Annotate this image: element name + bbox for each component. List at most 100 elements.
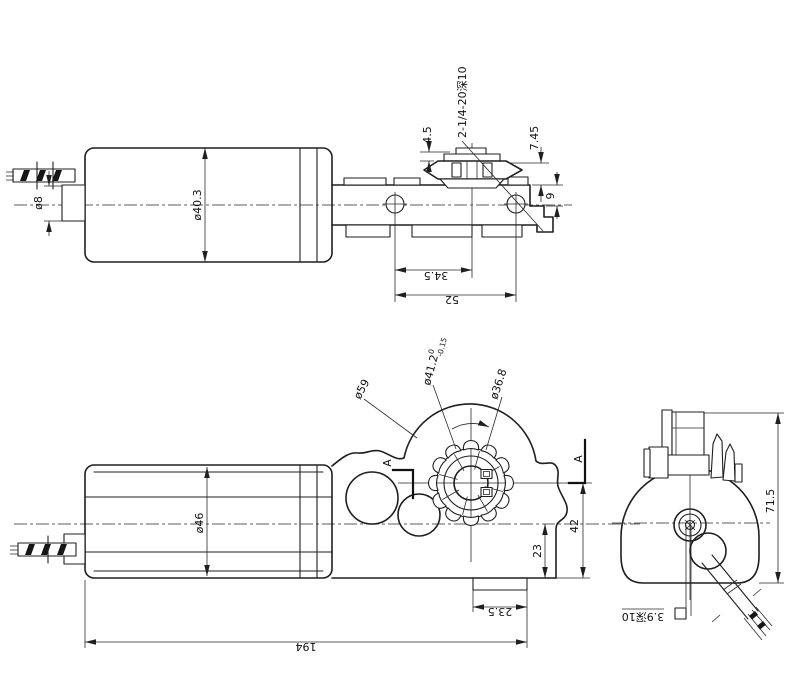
shaft-center (673, 508, 707, 542)
dim-9: 9 (532, 172, 563, 219)
motor-can-lines (84, 471, 333, 572)
phi41-2-label: ø41.20-0.15 (418, 334, 448, 388)
rear-shaft-cable-front (10, 533, 86, 565)
label-phi59: ø59 (351, 377, 418, 439)
output-gear-edge (423, 143, 523, 278)
dim-52: 52 (395, 292, 516, 306)
phi40-3-label: ø40.3 (191, 189, 204, 220)
spade-terminal (710, 433, 724, 479)
gear-hub (443, 153, 501, 162)
dim-3-9-slot: 3.9深10 (622, 525, 692, 623)
plate-tab (507, 176, 529, 186)
end-view: 3.9深10 71.5 (612, 409, 784, 641)
cable-strands (10, 545, 18, 555)
slot-end (674, 607, 687, 620)
strand-bands (749, 611, 766, 630)
screw-hole-left (383, 192, 407, 216)
dim-7-45: 7.45 (510, 126, 549, 202)
worm-gear (398, 408, 592, 562)
housing-hole-large (345, 471, 399, 525)
phi41-2-value: ø41.2 (420, 353, 441, 387)
dim-phi46: ø46 (193, 467, 210, 576)
label-phi41-2: ø41.20-0.15 (418, 334, 457, 450)
cable-gland (689, 532, 727, 570)
face-outline (620, 467, 760, 584)
phi8-label: ø8 (32, 196, 45, 210)
plate-tab (343, 177, 387, 186)
gear-tooth-mark (451, 162, 462, 178)
gear-teeth (427, 439, 515, 527)
dim-23: 23 (531, 524, 548, 578)
phi41-2-tol-upper: 0 (426, 348, 436, 355)
screw-hole-right (504, 192, 528, 216)
cable-strands (6, 171, 14, 181)
screw-spec-label: 2-1/4-20深10 (456, 66, 469, 138)
dim-phi8: ø8 (32, 171, 62, 236)
gear-housing (331, 403, 590, 591)
gearbox-plate-top (331, 176, 554, 238)
dim-42-label: 42 (568, 519, 581, 533)
cable-exit (689, 532, 773, 641)
screw-leader (461, 140, 544, 232)
dim-phi40-3: ø40.3 (191, 148, 208, 262)
motor-endcap-lines (299, 147, 318, 263)
dim-4-5-label: 4.5 (421, 126, 434, 144)
dim-9-label: 9 (544, 193, 557, 200)
dim-71-5: 71.5 (704, 412, 784, 584)
gear-bore (453, 465, 489, 501)
phi41-2-tol-lower: -0.15 (435, 336, 449, 357)
plate-tab (411, 224, 473, 238)
connector (643, 409, 743, 483)
plate-tab (345, 224, 391, 238)
motor-face (620, 467, 760, 584)
housing-foot (472, 577, 528, 591)
screw-spec: 2-1/4-20深10 (456, 66, 544, 232)
gear-tooth-mark (482, 162, 493, 178)
gear-base-flange (439, 178, 505, 189)
dim-194-label: 194 (296, 640, 317, 653)
front-view: ø46 (10, 334, 640, 653)
dim-4-5: 4.5 (420, 126, 450, 174)
dim-42: 42 (568, 483, 586, 578)
rotation-arrow-icon (451, 420, 490, 430)
gear-center-marks (466, 161, 478, 179)
dim-71-5-label: 71.5 (764, 489, 777, 514)
motor-outline (84, 464, 333, 579)
housing-outline (331, 403, 568, 579)
top-view: ø8 ø40.3 (6, 66, 572, 306)
dim-194: 194 (84, 580, 527, 653)
rear-shaft-cable-top (6, 161, 86, 222)
dim-34-5: 34.5 (394, 215, 517, 302)
plate-outline (331, 184, 554, 233)
housing-hole-small (397, 493, 441, 537)
label-phi36-8: ø36.8 (485, 367, 510, 451)
plate-tab (481, 224, 523, 238)
section-marker-a-right: A (567, 438, 587, 485)
dim-34-5-label: 34.5 (424, 269, 449, 282)
dim-23-5-label: 23.5 (488, 605, 513, 618)
cable-hatch (20, 170, 62, 181)
cable-ticks (36, 161, 54, 190)
phi59-label: ø59 (351, 377, 372, 401)
bore-key-slots (480, 468, 493, 498)
section-a-label-left: A (381, 459, 394, 467)
section-marker-a-left: A (381, 459, 415, 500)
terminal-tab (734, 463, 743, 483)
gear-spokes (438, 450, 504, 516)
rear-boss (61, 184, 86, 222)
spade-terminal (722, 443, 736, 482)
dim-3-9-label: 3.9深10 (622, 610, 665, 623)
motor-body-front (84, 464, 333, 579)
gear-disk (423, 160, 523, 180)
gear-hub-circle (443, 455, 499, 511)
dim-23-label: 23 (531, 544, 544, 558)
phi36-8-label: ø36.8 (487, 367, 509, 401)
cable-strands (743, 606, 773, 641)
cable-sides (701, 554, 759, 620)
cable-hatch (25, 544, 67, 555)
motor-endcap-lines (299, 464, 318, 579)
dim-7-45-label: 7.45 (528, 126, 541, 151)
dim-52-label: 52 (445, 293, 459, 306)
